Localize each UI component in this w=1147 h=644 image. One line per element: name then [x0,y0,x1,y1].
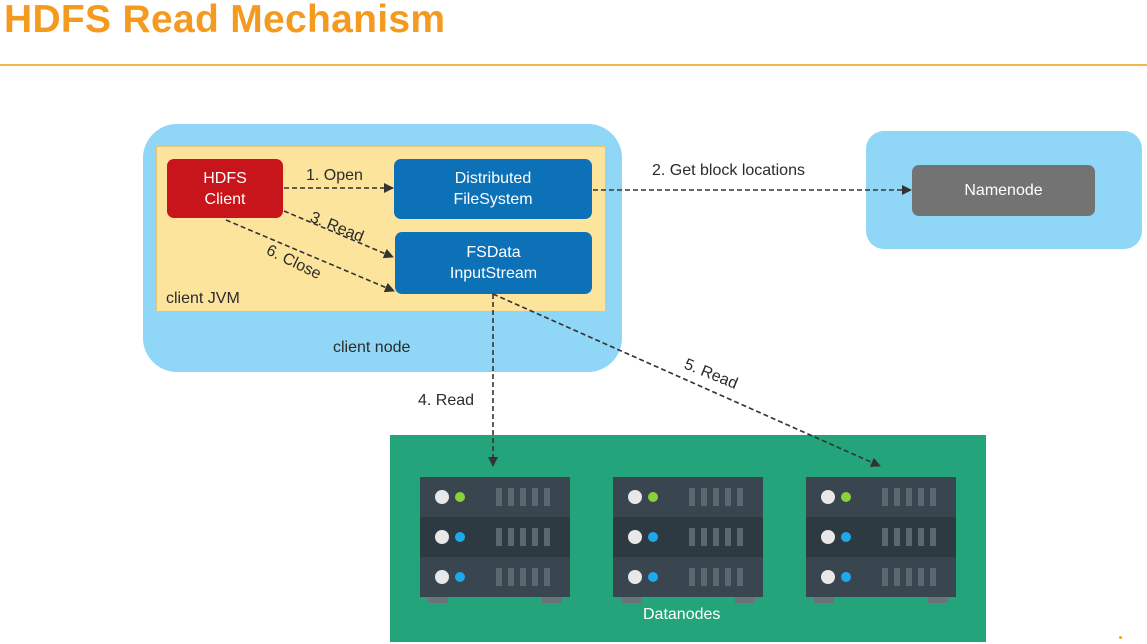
fsdata-label-line1: FSData [466,244,521,261]
dfs-label-line2: FileSystem [453,191,533,208]
page-title: HDFS Read Mechanism [4,0,446,41]
datanode-server-1 [420,477,570,603]
datanodes-label: Datanodes [643,606,721,623]
datanode-server-2 [613,477,763,603]
dfs-label-line1: Distributed [454,170,532,187]
distributed-filesystem-box[interactable]: Distributed FileSystem [394,159,592,219]
hdfs-client-label-line2: Client [204,190,246,208]
hdfs-client-label-line1: HDFS [203,169,247,187]
arrow-close [225,219,395,293]
server-rack-icon [806,477,956,603]
fsdata-inputstream-box[interactable]: FSData InputStream [395,232,592,294]
edge-label-open: 1. Open [306,167,363,184]
arrow-read-3 [283,210,394,259]
client-node-label: client node [333,339,411,356]
arrow-read-5 [492,293,881,467]
namenode-label: Namenode [964,182,1043,199]
datanode-server-3 [806,477,956,603]
namenode-box[interactable]: Namenode [912,165,1095,216]
slide-corner-dot [1119,636,1122,639]
title-divider [0,64,1147,66]
edge-label-read-4: 4. Read [418,392,475,409]
hdfs-client-box[interactable]: HDFS Client [167,159,283,218]
edge-label-get-block-locations: 2. Get block locations [652,162,805,179]
fsdata-label-line2: InputStream [449,265,538,282]
server-rack-icon [420,477,570,603]
server-rack-icon [613,477,763,603]
client-jvm-label: client JVM [166,290,240,307]
